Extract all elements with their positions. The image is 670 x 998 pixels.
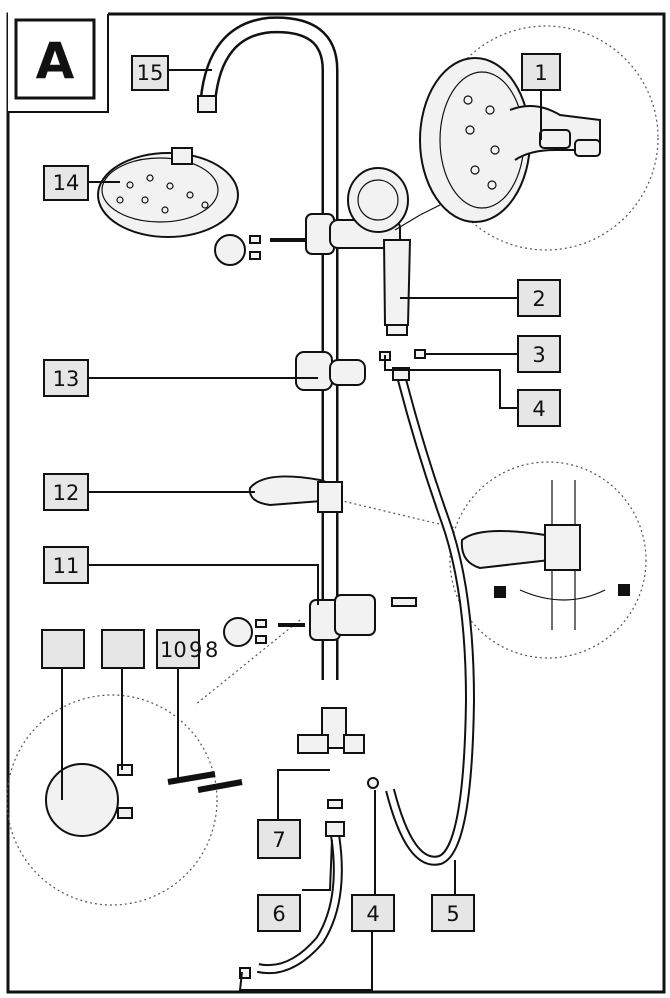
svg-text:7: 7 [272, 828, 285, 852]
detail-circle-left [6, 694, 218, 906]
svg-text:13: 13 [53, 367, 80, 391]
svg-text:5: 5 [446, 902, 459, 926]
svg-text:9: 9 [189, 638, 202, 662]
diagram-frame [6, 12, 666, 994]
svg-text:10: 10 [160, 638, 187, 662]
lock-closed-icon [618, 584, 630, 596]
label-15: 15 [131, 55, 169, 91]
label-1: 1 [521, 53, 561, 91]
label-4-top: 4 [517, 389, 561, 427]
lock-open-icon [494, 586, 506, 598]
label-4-bottom: 4 [351, 894, 395, 932]
detail-holder-part [419, 57, 601, 223]
label-13: 13 [43, 359, 89, 397]
panel-letter-box: A [8, 0, 109, 113]
svg-text:2: 2 [532, 287, 545, 311]
svg-text:8: 8 [205, 638, 218, 662]
label-14: 14 [43, 165, 89, 201]
svg-text:3: 3 [532, 343, 545, 367]
label-12: 12 [43, 473, 89, 511]
hand-shower [347, 167, 441, 336]
label-8: 10 9 8 [156, 629, 218, 669]
label-7: 7 [257, 819, 301, 859]
svg-text:15: 15 [137, 61, 164, 85]
svg-text:1: 1 [534, 61, 547, 85]
svg-text:4: 4 [366, 902, 379, 926]
panel-letter: A [36, 32, 75, 90]
svg-text:14: 14 [53, 171, 80, 195]
svg-text:6: 6 [272, 902, 285, 926]
label-6: 6 [257, 894, 301, 932]
detail-circle-right [449, 461, 647, 659]
shower-hose [385, 370, 476, 866]
svg-text:12: 12 [53, 481, 80, 505]
label-10 [41, 629, 85, 669]
svg-text:11: 11 [53, 554, 80, 578]
label-11: 11 [43, 546, 89, 584]
label-5: 5 [431, 894, 475, 932]
label-2: 2 [517, 279, 561, 317]
label-3: 3 [517, 335, 561, 373]
label-9 [101, 629, 145, 669]
rain-shower-head [97, 147, 239, 238]
svg-text:4: 4 [532, 397, 545, 421]
